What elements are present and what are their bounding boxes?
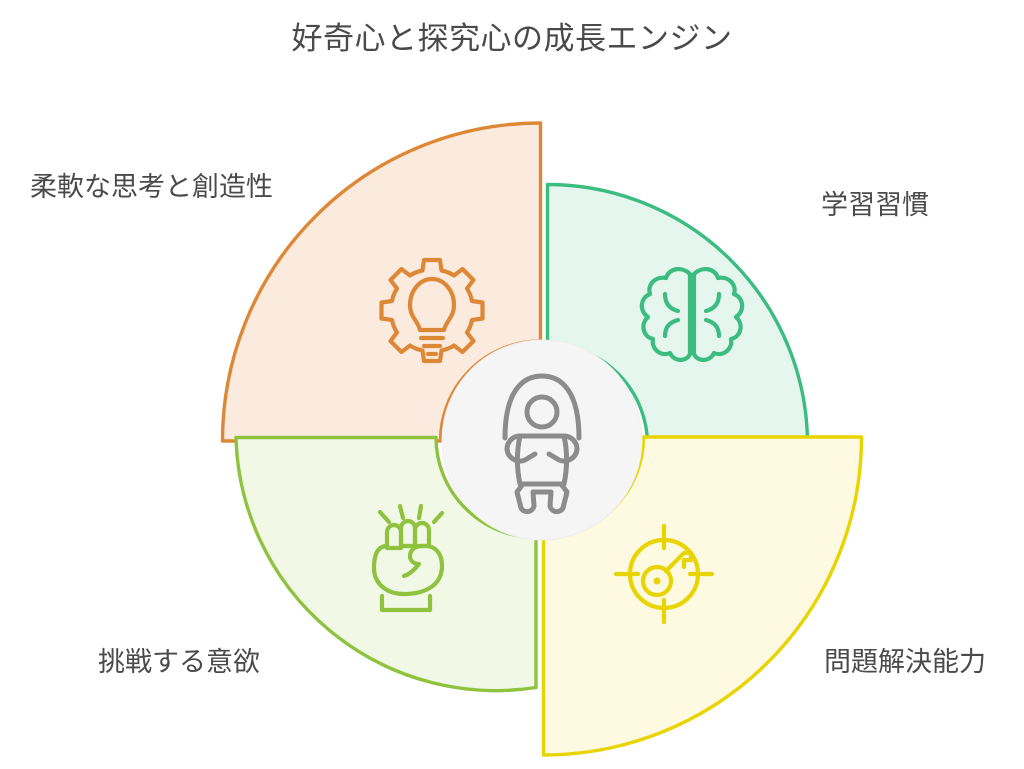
quadrant-label-top-left[interactable]: 柔軟な思考と創造性: [30, 172, 273, 202]
center-hub[interactable]: [441, 339, 643, 541]
target-key-icon: [613, 523, 715, 625]
center-circle[interactable]: [441, 339, 643, 541]
quadrant-label-bottom-left[interactable]: 挑戦する意欲: [98, 647, 260, 677]
quadrant-top-right[interactable]: [545, 182, 810, 447]
brain-icon: [639, 267, 745, 362]
quadrant-bottom-left-wedge[interactable]: [234, 435, 538, 693]
quadrant-label-top-right[interactable]: 学習習慣: [821, 190, 929, 220]
quadrant-bottom-left[interactable]: [234, 435, 538, 693]
raised-fist-icon: [371, 503, 445, 613]
child-jumping-rope-icon: [502, 373, 582, 515]
gear-lightbulb-icon: [379, 257, 485, 364]
quadrant-label-bottom-right[interactable]: 問題解決能力: [824, 647, 986, 677]
page-title: 好奇心と探究心の成長エンジン: [291, 21, 733, 56]
